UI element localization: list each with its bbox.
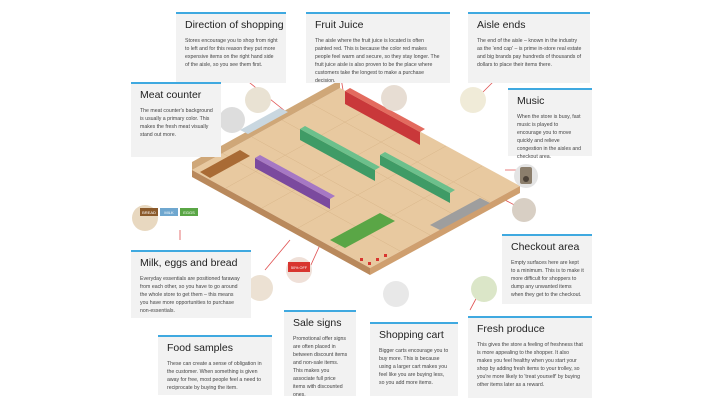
callout-body: When the store is busy, fast music is pl… [517, 113, 582, 160]
aisle-end-icon [460, 87, 486, 113]
shelf-purple-1-top [255, 155, 335, 199]
checkout-icon [512, 198, 536, 222]
callout-title: Milk, eggs and bread [140, 257, 238, 269]
aisle-labels: BREAD MILK EGGS 50% OFF [140, 208, 310, 272]
callout-aisle-ends: Aisle ends The end of the aisle – known … [468, 12, 590, 83]
milk-label: MILK [164, 210, 174, 215]
callout-milk-eggs-bread: Milk, eggs and bread Everyday essentials… [131, 250, 251, 318]
shelf-green-2-top [380, 152, 455, 193]
callout-food-samples: Food samples These can create a sense of… [158, 335, 272, 395]
cart-icon [383, 281, 409, 307]
juice-aisle-icon [381, 85, 407, 111]
callout-title: Aisle ends [477, 19, 526, 31]
checkout-counter [430, 198, 490, 230]
callout-title: Direction of shopping [185, 19, 284, 31]
callout-direction: Direction of shopping Stores encourage y… [176, 12, 286, 83]
callout-title: Shopping cart [379, 329, 444, 341]
produce-stand [330, 213, 395, 248]
shelf-green-1-top [300, 126, 380, 170]
callout-body: Bigger carts encourage you to buy more. … [379, 347, 449, 386]
food-samples-icon [247, 275, 273, 301]
icon-circles [132, 85, 538, 307]
callout-meat-counter: Meat counter The meat counter's backgrou… [131, 82, 221, 157]
fruit-juice-icon [245, 87, 271, 113]
shelf-green-1 [300, 129, 375, 181]
callout-title: Fresh produce [477, 323, 545, 335]
store-floor-front-right [370, 186, 520, 275]
callout-fruit-juice: Fruit Juice The aisle where the fruit ju… [306, 12, 450, 84]
bread-label: BREAD [142, 210, 156, 215]
callout-title: Checkout area [511, 241, 580, 253]
store-floor-front-left [192, 170, 370, 275]
shelf-green-2 [380, 155, 450, 203]
callout-title: Meat counter [140, 89, 202, 101]
back-wall-left [192, 80, 340, 170]
callout-title: Fruit Juice [315, 19, 364, 31]
shelf-purple-1 [255, 158, 330, 209]
callout-body: Stores encourage you to shop from right … [185, 37, 278, 68]
bread-rack [200, 150, 250, 178]
callout-body: The end of the aisle – known in the indu… [477, 37, 582, 68]
callout-body: These can create a sense of obligation i… [167, 360, 262, 391]
sale-tags [360, 254, 387, 265]
callout-title: Food samples [167, 342, 233, 354]
eggs-label: EGGS [183, 210, 195, 215]
sale-label: 50% OFF [291, 266, 308, 270]
meat-counter [240, 108, 288, 134]
callout-music: Music When the store is busy, fast music… [508, 88, 592, 160]
callout-body: The meat counter's background is usually… [140, 107, 213, 138]
callout-body: This gives the store a feeling of freshn… [477, 341, 583, 388]
callout-title: Music [517, 95, 545, 107]
callout-body: Promotional offer signs are often placed… [293, 335, 348, 398]
juice-aisle [345, 91, 420, 145]
callout-checkout: Checkout area Empty surfaces here are ke… [502, 234, 592, 304]
callout-body: Empty surfaces here are kept to a minimu… [511, 259, 584, 298]
callout-sale-signs: Sale signs Promotional offer signs are o… [284, 310, 356, 398]
callout-body: Everyday essentials are positioned faraw… [140, 275, 240, 314]
callout-body: The aisle where the fruit juice is locat… [315, 37, 440, 84]
produce-icon [471, 276, 497, 302]
callout-shopping-cart: Shopping cart Bigger carts encourage you… [370, 322, 458, 396]
direction-icon [219, 107, 245, 133]
callout-fresh-produce: Fresh produce This gives the store a fee… [468, 316, 592, 398]
juice-aisle-top [345, 88, 425, 132]
callout-title: Sale signs [293, 317, 342, 329]
